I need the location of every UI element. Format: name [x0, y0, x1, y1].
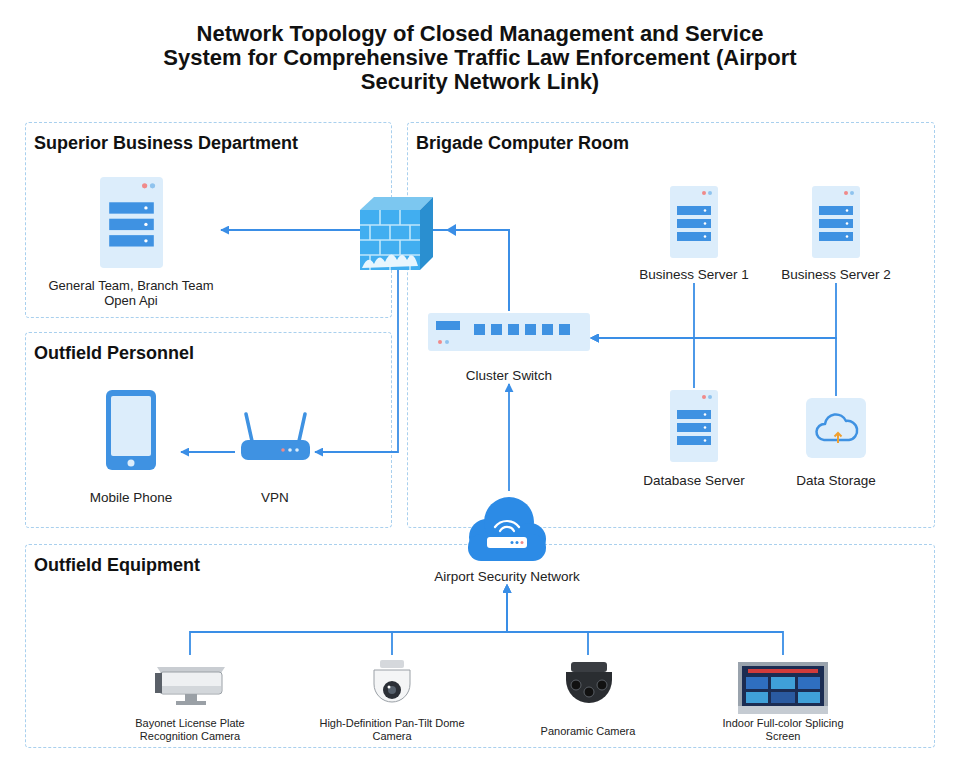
device-label: Business Server 2 [771, 266, 901, 283]
device-node: Database Server [629, 388, 759, 489]
connector-line [591, 338, 836, 396]
connector [315, 230, 509, 452]
connector-line [181, 451, 235, 453]
connector-line [507, 585, 588, 655]
region-heading: Superior Business Department [34, 132, 298, 154]
bus-line [195, 631, 782, 633]
device-node: Business Server 2 [771, 184, 901, 283]
connector [591, 283, 836, 338]
server-icon [670, 390, 718, 462]
phone-icon [106, 390, 156, 470]
device-node: General Team, Branch Team Open Api [41, 175, 221, 308]
connector [507, 585, 783, 655]
router-icon [241, 414, 310, 460]
region-heading: Brigade Computer Room [416, 132, 629, 154]
region-band: Superior Business DepartmentGeneral Team… [25, 122, 392, 318]
connector-line [190, 585, 507, 655]
device-label: Business Server 1 [629, 266, 759, 283]
device-node: Cluster Switch [427, 311, 591, 384]
region-heading: Outfield Personnel [34, 342, 194, 364]
switch-icon [428, 313, 590, 351]
network-cloud-icon [468, 497, 546, 561]
device-node: Data Storage [771, 396, 901, 489]
connector [221, 230, 509, 311]
device-label: VPN [235, 489, 315, 506]
device-label: Indoor Full-color Splicing Screen [713, 717, 853, 743]
firewall-icon [360, 197, 456, 270]
device-label: High-Definition Pan-Tilt Dome Camera [317, 717, 467, 743]
storage-icon [806, 398, 866, 458]
device-node: Indoor Full-color Splicing Screen [713, 655, 853, 743]
device-label: Mobile Phone [81, 489, 181, 506]
device-node: Mobile Phone [81, 388, 181, 506]
device-node: Business Server 1 [629, 184, 759, 283]
connector [181, 452, 235, 453]
splicing-screen-icon [738, 662, 828, 714]
connector [591, 338, 836, 396]
region-band: Brigade Computer RoomBusiness Server 1 Bu… [407, 122, 935, 528]
dome-camera-icon [374, 660, 410, 702]
connector-line [508, 384, 510, 491]
device-label: Bayonet License Plate Recognition Camera [120, 717, 260, 743]
connector-line [591, 283, 694, 338]
device-label: Airport Security Network [422, 568, 592, 585]
connector-line [591, 338, 694, 388]
plate-camera-icon [155, 667, 225, 705]
device-label: General Team, Branch Team Open Api [41, 278, 221, 308]
connector-line [392, 585, 507, 655]
connector [591, 283, 694, 338]
connector-line [221, 230, 509, 311]
device-node: Bayonet License Plate Recognition Camera [120, 655, 260, 743]
device-label: Data Storage [771, 472, 901, 489]
device-node: Panoramic Camera [528, 655, 648, 738]
connector-line [591, 283, 836, 338]
device-label: Panoramic Camera [528, 725, 648, 738]
region-band: Outfield PersonnelMobile Phone VPN [25, 332, 392, 528]
device-node: VPN [235, 410, 315, 506]
server-icon [812, 186, 860, 258]
connector [509, 384, 510, 491]
diagram-title: Network Topology of Closed Management an… [160, 22, 800, 94]
region-band: Outfield EquipmentAirport Security Netwo… [25, 544, 935, 748]
device-label: Cluster Switch [427, 367, 591, 384]
server-icon [670, 186, 718, 258]
connector-line [315, 230, 509, 452]
device-node: High-Definition Pan-Tilt Dome Camera [317, 655, 467, 743]
device-node: Airport Security Network [422, 491, 592, 585]
connector [190, 585, 507, 655]
connector-line [507, 585, 783, 655]
panoramic-camera-icon [566, 662, 612, 703]
device-label: Database Server [629, 472, 759, 489]
connector [392, 585, 507, 655]
connector [507, 585, 588, 655]
region-heading: Outfield Equipment [34, 554, 200, 576]
server-icon [100, 177, 163, 268]
connector [591, 338, 694, 388]
